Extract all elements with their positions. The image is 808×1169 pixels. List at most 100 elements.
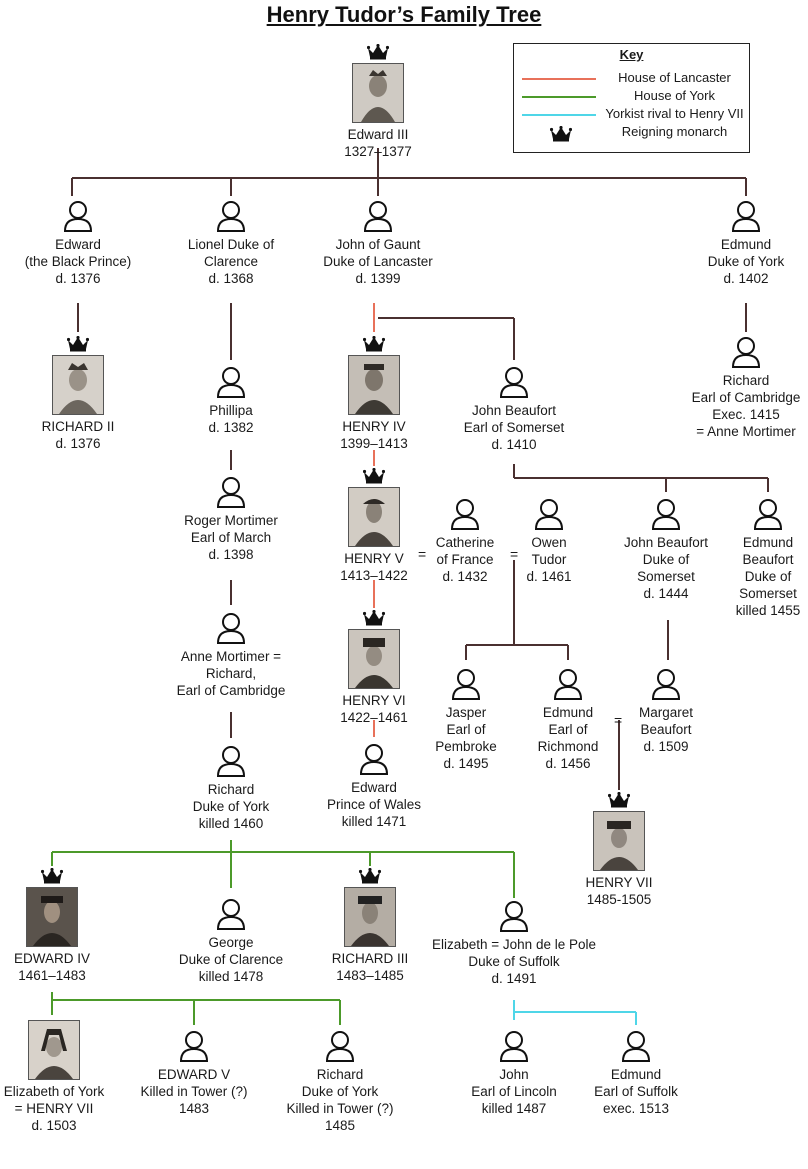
person-label: Edward Prince of Wales killed 1471 <box>326 780 422 829</box>
person-icon <box>651 669 681 700</box>
person-label: Phillipa d. 1382 <box>208 403 254 435</box>
person-icon <box>499 901 529 932</box>
crown-icon <box>359 868 381 884</box>
marriage-equals: = <box>418 546 427 562</box>
person-icon <box>499 1031 529 1062</box>
person-owen-tudor: Owen Tudor d. 1461 <box>474 498 624 585</box>
person-edward-iii: Edward III 1327–1377 <box>303 44 453 160</box>
person-label: EDWARD V Killed in Tower (?) 1483 <box>140 1067 248 1116</box>
crown-icon <box>363 610 385 626</box>
person-label: Anne Mortimer = Richard, Earl of Cambrid… <box>176 649 286 698</box>
person-icon <box>63 201 93 232</box>
person-label: HENRY IV 1399–1413 <box>340 419 408 451</box>
person-black-prince: Edward (the Black Prince) d. 1376 <box>3 200 153 287</box>
crown-icon <box>608 792 630 808</box>
person-icon <box>534 499 564 530</box>
key-row-york: House of York <box>514 88 749 106</box>
lancaster-swatch <box>522 78 596 80</box>
portrait-edward-iii <box>352 63 404 123</box>
person-edward-prince-of-wales: Edward Prince of Wales killed 1471 <box>299 743 449 830</box>
person-john-beaufort-duke: John Beaufort Duke of Somerset d. 1444 <box>591 498 741 602</box>
person-label: John of Gaunt Duke of Lancaster d. 1399 <box>323 237 433 286</box>
person-label: Edmund Duke of York d. 1402 <box>707 237 785 286</box>
person-label: Catherine of France d. 1432 <box>435 535 495 584</box>
crown-icon <box>367 44 389 60</box>
person-george: George Duke of Clarence killed 1478 <box>156 898 306 985</box>
person-richard-cambridge: Richard Earl of Cambridge Exec. 1415 = A… <box>671 336 808 440</box>
key-row-monarch: Reigning monarch <box>514 124 749 142</box>
person-label: George Duke of Clarence killed 1478 <box>178 935 284 984</box>
person-icon <box>450 499 480 530</box>
person-roger-mortimer: Roger Mortimer Earl of March d. 1398 <box>156 476 306 563</box>
person-label: Edmund Earl of Richmond d. 1456 <box>537 705 599 771</box>
person-phillipa: Phillipa d. 1382 <box>156 366 306 436</box>
key-row-lancaster: House of Lancaster <box>514 70 749 88</box>
marriage-equals: = <box>510 546 519 562</box>
portrait-edward-iv <box>26 887 78 947</box>
person-john-beaufort: John Beaufort Earl of Somerset d. 1410 <box>439 366 589 453</box>
key-row-rival: Yorkist rival to Henry VII <box>514 106 749 124</box>
person-icon <box>731 201 761 232</box>
person-label: HENRY V 1413–1422 <box>340 551 408 583</box>
person-label: Jasper Earl of Pembroke d. 1495 <box>435 705 497 771</box>
person-john-of-gaunt: John of Gaunt Duke of Lancaster d. 1399 <box>303 200 453 287</box>
person-label: Edward III 1327–1377 <box>344 127 412 159</box>
marriage-equals: = <box>614 712 623 728</box>
rival-lines <box>513 1000 637 1025</box>
person-elizabeth-john-de-la-pole: Elizabeth = John de le Pole Duke of Suff… <box>404 900 624 987</box>
person-edmund-richmond: Edmund Earl of Richmond d. 1456 <box>493 668 643 772</box>
portrait-richard-iii <box>344 887 396 947</box>
person-icon <box>359 744 389 775</box>
person-label: Richard Duke of York Killed in Tower (?)… <box>286 1067 394 1133</box>
crown-icon <box>550 126 572 142</box>
person-richard-in-tower: Richard Duke of York Killed in Tower (?)… <box>265 1030 415 1134</box>
page-title: Henry Tudor’s Family Tree <box>266 2 542 27</box>
person-icon <box>216 613 246 644</box>
person-label: John Earl of Lincoln killed 1487 <box>471 1067 557 1116</box>
person-label: John Beaufort Earl of Somerset d. 1410 <box>463 403 565 452</box>
person-label: Elizabeth of York = HENRY VII d. 1503 <box>3 1084 105 1133</box>
person-henry-vi: HENRY VI 1422–1461 <box>299 610 449 726</box>
portrait-henry-vii <box>593 811 645 871</box>
person-lionel: Lionel Duke of Clarence d. 1368 <box>156 200 306 287</box>
person-icon <box>651 499 681 530</box>
person-margaret-beaufort: Margaret Beaufort d. 1509 <box>591 668 741 755</box>
person-henry-vii: HENRY VII 1485-1505 <box>544 792 694 908</box>
person-icon <box>216 367 246 398</box>
person-label: Owen Tudor d. 1461 <box>526 535 572 584</box>
crown-icon <box>41 868 63 884</box>
person-label: John Beaufort Duke of Somerset d. 1444 <box>623 535 709 601</box>
key-title: Key <box>619 47 644 62</box>
person-henry-v: HENRY V 1413–1422 <box>299 468 449 584</box>
person-icon <box>731 337 761 368</box>
portrait-henry-v <box>348 487 400 547</box>
person-icon <box>553 669 583 700</box>
york-lines <box>51 840 515 1025</box>
person-icon <box>753 499 783 530</box>
person-icon <box>621 1031 651 1062</box>
person-edward-v: EDWARD V Killed in Tower (?) 1483 <box>119 1030 269 1117</box>
person-edmund-earl-of-suffolk: Edmund Earl of Suffolk exec. 1513 <box>561 1030 711 1117</box>
person-jasper: Jasper Earl of Pembroke d. 1495 <box>391 668 541 772</box>
person-icon <box>179 1031 209 1062</box>
person-label: Elizabeth = John de le Pole Duke of Suff… <box>432 937 596 986</box>
person-label: Richard Duke of York killed 1460 <box>192 782 270 831</box>
legend-key: Key House of Lancaster House of York Yor… <box>513 43 750 153</box>
person-icon <box>216 201 246 232</box>
crown-icon <box>67 336 89 352</box>
person-label: Margaret Beaufort d. 1509 <box>638 705 694 754</box>
person-john-earl-of-lincoln: John Earl of Lincoln killed 1487 <box>439 1030 589 1117</box>
person-richard-ii: RICHARD II d. 1376 <box>3 336 153 452</box>
person-icon <box>499 367 529 398</box>
key-label-lancaster: House of Lancaster <box>618 70 731 85</box>
person-catherine: Catherine of France d. 1432 <box>390 498 540 585</box>
person-label: Lionel Duke of Clarence d. 1368 <box>187 237 275 286</box>
crown-icon <box>363 336 385 352</box>
person-label: RICHARD II d. 1376 <box>41 419 115 451</box>
person-icon <box>216 746 246 777</box>
portrait-henry-iv <box>348 355 400 415</box>
york-swatch <box>522 96 596 98</box>
key-label-york: House of York <box>634 88 715 103</box>
person-icon <box>363 201 393 232</box>
